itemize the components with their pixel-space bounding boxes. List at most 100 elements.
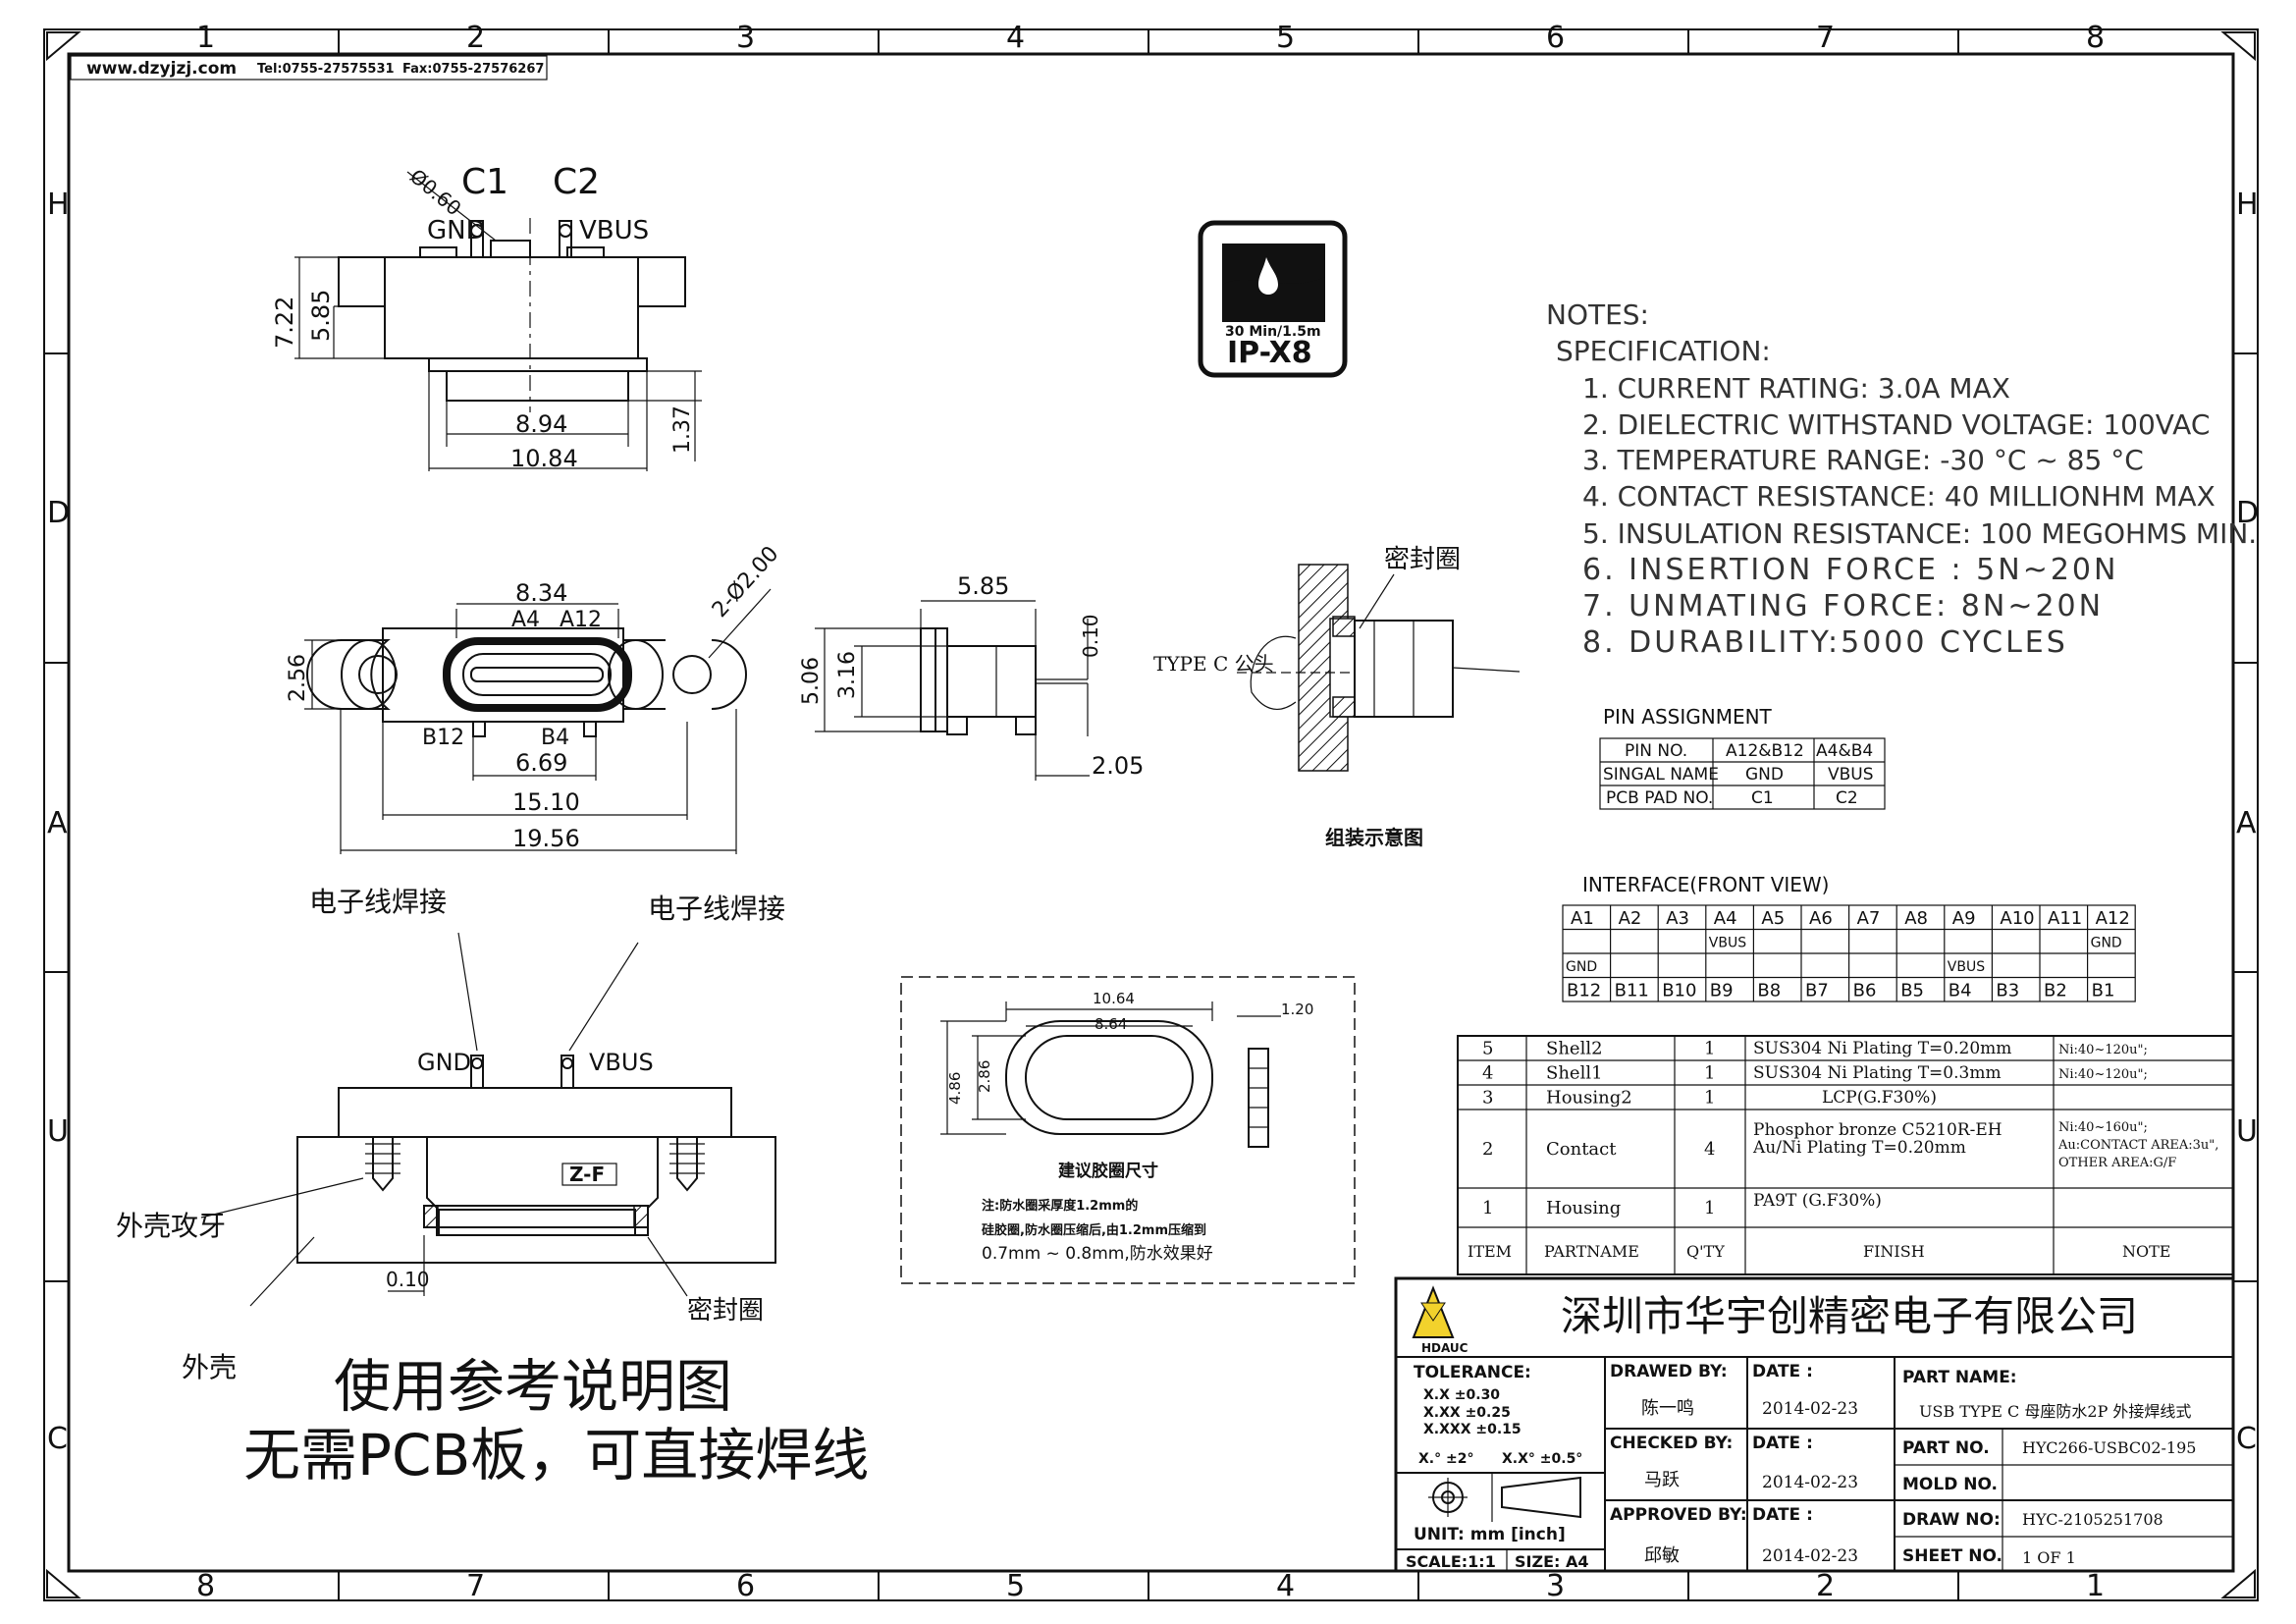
notes-title: NOTES: bbox=[1546, 298, 1649, 331]
gasket-dim-outer: 10.64 bbox=[1093, 990, 1135, 1007]
pin-cell: PCB PAD NO. bbox=[1606, 788, 1713, 808]
part-name-label: PART NAME: bbox=[1902, 1368, 2017, 1387]
interface-pin-bottom: B2 bbox=[2044, 981, 2067, 1001]
dim-316: 3.16 bbox=[835, 651, 860, 699]
pin-b12-label: B12 bbox=[422, 726, 464, 750]
unit-label: UNIT: mm [inch] bbox=[1414, 1525, 1566, 1544]
pin-cell: SINGAL NAME bbox=[1603, 765, 1719, 785]
bom-finish: SUS304 Ni Plating T=0.20mm bbox=[1753, 1039, 2011, 1058]
checked-by-name: 马跃 bbox=[1644, 1470, 1680, 1490]
gasket-dim-hi: 2.86 bbox=[976, 1060, 993, 1093]
bom-finish: Au/Ni Plating T=0.20mm bbox=[1752, 1138, 1966, 1158]
hole-2x-dim: 2-Ø2.00 bbox=[708, 542, 784, 623]
interface-pin-bottom: B8 bbox=[1757, 981, 1781, 1001]
date-1: 2014-02-23 bbox=[1762, 1399, 1858, 1419]
bom-header: PARTNAME bbox=[1544, 1242, 1639, 1261]
grid-col-label: 3 bbox=[1546, 1569, 1565, 1603]
grid-row-label: U bbox=[2236, 1114, 2258, 1149]
size-label: SIZE: A4 bbox=[1515, 1552, 1589, 1571]
logo-text: HDAUC bbox=[1421, 1341, 1468, 1355]
wire-seal-ring-label: 密封圈 bbox=[687, 1296, 764, 1326]
bom-note: Au:CONTACT AREA:3u", bbox=[2057, 1138, 2218, 1153]
seal-ring-label: 密封圈 bbox=[1384, 545, 1461, 574]
draw-no: HYC-2105251708 bbox=[2022, 1510, 2163, 1529]
assembly-view bbox=[1237, 564, 1521, 772]
dim-585-side: 5.85 bbox=[957, 572, 1009, 600]
bom-finish: SUS304 Ni Plating T=0.3mm bbox=[1753, 1063, 2002, 1083]
interface-pin-top: A5 bbox=[1761, 908, 1785, 929]
grid-labels: 1 2 3 4 5 6 7 8 8 7 6 5 4 3 2 1 H D A U … bbox=[47, 21, 2259, 1603]
dim-1084: 10.84 bbox=[510, 445, 578, 472]
inner-frame bbox=[67, 52, 2235, 1573]
bom-partname: Housing2 bbox=[1546, 1088, 1632, 1109]
gasket-dim-h: 4.86 bbox=[946, 1072, 964, 1105]
dim-010-side: 0.10 bbox=[1079, 614, 1102, 658]
grid-col-label: 2 bbox=[1816, 1569, 1835, 1603]
c1-label: C1 bbox=[461, 162, 508, 202]
interface-pin-top: A11 bbox=[2048, 908, 2082, 929]
grid-col-label: 1 bbox=[196, 21, 215, 55]
fax-text: Fax:0755-27576267 bbox=[402, 62, 544, 77]
hole-dim-label: Ø0.60 bbox=[405, 164, 466, 220]
title-block bbox=[1394, 1276, 2235, 1573]
pin-assignment-title: PIN ASSIGNMENT bbox=[1603, 705, 1773, 729]
note-item: 7. UNMATING FORCE: 8N~20N bbox=[1582, 589, 2104, 623]
tolerance-3: X.XXX ±0.15 bbox=[1423, 1422, 1522, 1437]
bom-item: 3 bbox=[1482, 1088, 1493, 1109]
wire-vbus-label: VBUS bbox=[589, 1049, 654, 1076]
sheet-no: 1 OF 1 bbox=[2022, 1548, 2076, 1567]
pin-cell: A12&B12 bbox=[1726, 741, 1804, 761]
bom-item: 1 bbox=[1482, 1198, 1493, 1218]
approved-by-label: APPROVED BY: bbox=[1610, 1505, 1747, 1525]
dim-137: 1.37 bbox=[670, 406, 695, 454]
grid-row-label: D bbox=[2236, 496, 2259, 530]
pin-assignment-table bbox=[1599, 737, 1886, 810]
gasket-dim-thk: 1.20 bbox=[1281, 1001, 1313, 1018]
interface-pin-bottom: B9 bbox=[1710, 981, 1734, 1001]
dim-585: 5.85 bbox=[307, 290, 335, 342]
website-text: www.dzyjzj.com bbox=[86, 59, 237, 79]
note-item: 2. DIELECTRIC WITHSTAND VOLTAGE: 100VAC bbox=[1582, 408, 2210, 441]
checked-by-label: CHECKED BY: bbox=[1610, 1434, 1733, 1453]
grid-row-label: H bbox=[47, 188, 70, 222]
interface-pin-bottom: B6 bbox=[1853, 981, 1877, 1001]
company-name: 深圳市华宇创精密电子有限公司 bbox=[1561, 1292, 2138, 1340]
interface-pin-top: A1 bbox=[1571, 908, 1594, 929]
bom-note: Ni:40~160u"; bbox=[2058, 1120, 2148, 1135]
interface-pin-top: A8 bbox=[1904, 908, 1928, 929]
interface-pin-bottom: B4 bbox=[1949, 981, 1972, 1001]
note-item: 1. CURRENT RATING: 3.0A MAX bbox=[1582, 372, 2010, 405]
grid-col-label: 5 bbox=[1006, 1569, 1025, 1603]
notes: NOTES: SPECIFICATION: 1. CURRENT RATING:… bbox=[1546, 298, 2257, 660]
grid-row-label: A bbox=[47, 806, 68, 840]
interface-pin-top: A10 bbox=[2000, 908, 2034, 929]
gasket-dim-inner: 8.64 bbox=[1095, 1015, 1127, 1033]
bom-finish: LCP(G.F30%) bbox=[1822, 1088, 1937, 1108]
grid-col-label: 5 bbox=[1276, 21, 1295, 55]
interface-pin-top: A7 bbox=[1857, 908, 1881, 929]
shell-thread-label: 外壳攻牙 bbox=[116, 1210, 226, 1242]
grid-row-label: U bbox=[47, 1114, 69, 1149]
grid-col-label: 1 bbox=[2086, 1569, 2105, 1603]
grid-col-label: 4 bbox=[1276, 1569, 1295, 1603]
tel-text: Tel:0755-27575531 bbox=[257, 62, 395, 77]
corner-arrow-icon bbox=[2220, 1568, 2256, 1598]
bom-frame bbox=[1457, 1035, 2234, 1275]
c2-label: C2 bbox=[553, 162, 600, 202]
tolerance-1: X.X ±0.30 bbox=[1423, 1387, 1500, 1403]
gasket-note-2: 硅胶圈,防水圈压缩后,由1.2mm压缩到 bbox=[982, 1222, 1206, 1238]
pin-cell: C1 bbox=[1751, 788, 1774, 808]
grid-col-label: 6 bbox=[736, 1569, 755, 1603]
date-3: 2014-02-23 bbox=[1762, 1546, 1858, 1566]
bom-note: OTHER AREA:G/F bbox=[2058, 1156, 2176, 1170]
bom-item: 4 bbox=[1482, 1063, 1493, 1084]
grid-col-label: 2 bbox=[466, 21, 485, 55]
grid-col-label: 4 bbox=[1006, 21, 1025, 55]
date-2: 2014-02-23 bbox=[1762, 1473, 1858, 1492]
gnd-label: GND bbox=[427, 216, 486, 245]
bom-note: Ni:40~120u"; bbox=[2058, 1043, 2148, 1057]
interface-signal: GND bbox=[2091, 936, 2122, 951]
date-label-2: DATE : bbox=[1752, 1434, 1813, 1453]
wire-gnd-label: GND bbox=[417, 1049, 471, 1076]
